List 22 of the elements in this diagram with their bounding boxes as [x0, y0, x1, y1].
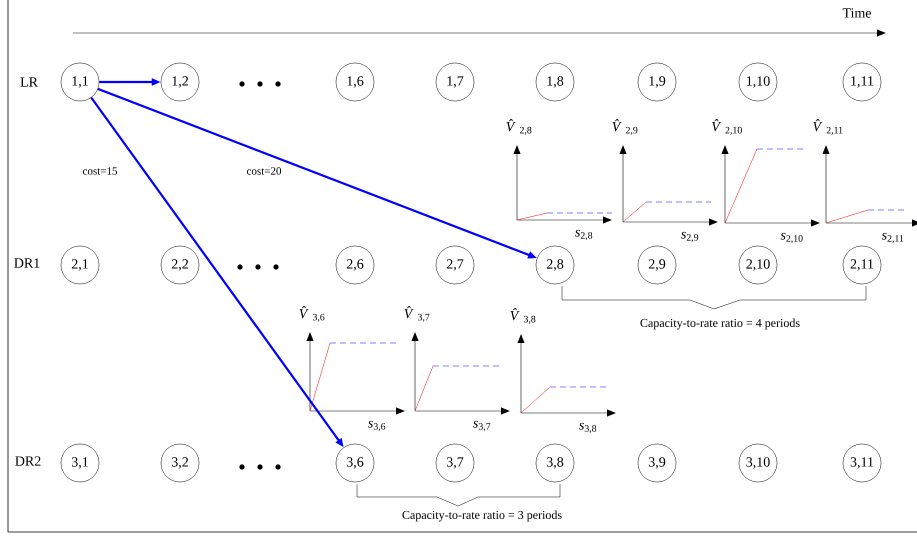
row-label: DR1 [14, 258, 40, 268]
bracket-label: Capacity-to-rate ratio = 4 periods [640, 318, 800, 330]
axis-label: V̂$_{3,8}$ [510, 308, 536, 324]
axis-label: s$_{3,8}$ [579, 422, 596, 434]
axis-label: V̂$_{2,8}$ [506, 119, 532, 135]
axis-label: V̂$_{2,9}$ [612, 119, 638, 135]
axis-label: s$_{2,10}$ [780, 232, 803, 244]
axis-label: s$_{2,8}$ [575, 230, 592, 240]
axis-label: Time [842, 8, 872, 18]
axis-label: V̂$_{3,7}$ [404, 306, 430, 322]
axis-label: s$_{3,6}$ [368, 420, 386, 432]
axis-label: s$_{2,11}$ [882, 232, 904, 244]
cost-label: cost=20 [246, 167, 282, 175]
cost-label: cost=15 [82, 167, 118, 175]
axis-label: V̂$_{2,10}$ [712, 119, 742, 135]
axis-label: V̂$_{2,11}$ [813, 119, 842, 135]
bracket-label: Capacity-to-rate ratio = 3 periods [402, 510, 562, 522]
row-label: LR [20, 77, 38, 87]
axis-label: V̂$_{3,6}$ [299, 306, 324, 322]
axis-label: s$_{3,7}$ [473, 420, 490, 432]
axis-label: s$_{2,9}$ [681, 232, 698, 242]
row-label: DR2 [15, 456, 40, 466]
